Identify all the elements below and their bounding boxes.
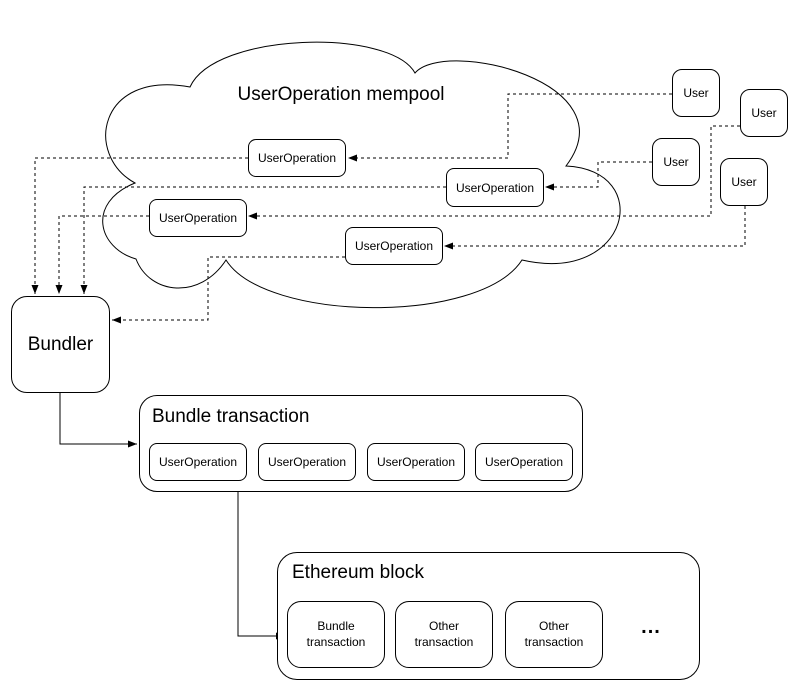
eth-bundle-transaction-box: Bundle transaction [287,601,385,668]
userop-box-3: UserOperation [149,199,247,237]
user-box-3: User [652,138,700,186]
connector-bundler-to-bundle-transaction [59,393,137,448]
connector-userop4-to-bundler [112,256,345,324]
ethereum-block-title: Ethereum block [292,562,425,583]
userop-label: UserOperation [376,455,456,469]
connector-user4-to-userop4 [444,206,746,250]
userop-box-1: UserOperation [248,139,346,177]
bundler-box: Bundler [11,296,110,393]
connector-userop2-to-bundler [80,186,446,294]
eth-other-transaction-box-1: Other transaction [395,601,493,668]
user-box-1: User [672,69,720,117]
connector-userop1-to-bundler [31,157,248,294]
userop-label: UserOperation [158,455,238,469]
mempool-title: UserOperation mempool [237,84,445,105]
bundle-transaction-title: Bundle transaction [152,406,310,427]
mempool-cloud [102,41,621,309]
userop-label: UserOperation [484,455,564,469]
user-box-2: User [740,89,788,137]
bundler-label: Bundler [27,333,94,355]
connector-bundle-transaction-to-ethereum-block [237,492,285,640]
transaction-label: Bundle transaction [306,618,366,649]
userop-label: UserOperation [354,239,434,253]
user-label: User [751,106,777,120]
userop-label: UserOperation [158,211,238,225]
more-transactions-ellipsis: ... [641,616,661,638]
user-label: User [663,155,689,169]
bundle-userop-box-1: UserOperation [149,443,247,481]
transaction-label: Other transaction [414,618,474,649]
userop-label: UserOperation [455,180,535,195]
eth-other-transaction-box-2: Other transaction [505,601,603,668]
transaction-label: Other transaction [524,618,584,649]
user-label: User [731,175,757,189]
connector-user3-to-userop2 [545,161,652,191]
bundle-userop-box-3: UserOperation [367,443,465,481]
user-box-4: User [720,158,768,206]
userop-label: UserOperation [267,455,347,469]
bundle-userop-box-4: UserOperation [475,443,573,481]
user-label: User [683,86,709,100]
userop-box-2: UserOperation [446,168,544,207]
connector-userop3-to-bundler [55,215,149,294]
connector-user2-to-userop3 [248,125,740,220]
bundle-userop-box-2: UserOperation [258,443,356,481]
userop-box-4: UserOperation [345,227,443,265]
connector-user1-to-userop1 [348,93,672,162]
userop-label: UserOperation [257,151,337,165]
